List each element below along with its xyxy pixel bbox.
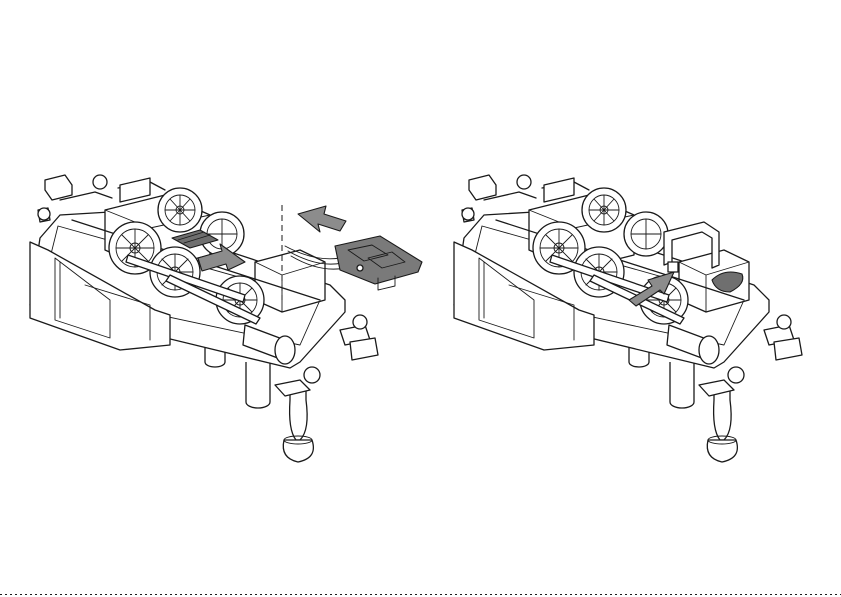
left-panel xyxy=(30,175,422,462)
page-edge-rule xyxy=(0,592,841,597)
board-arrow xyxy=(298,206,346,232)
chassis-right xyxy=(454,175,802,396)
right-panel xyxy=(454,175,802,462)
decoder-board xyxy=(335,236,422,284)
